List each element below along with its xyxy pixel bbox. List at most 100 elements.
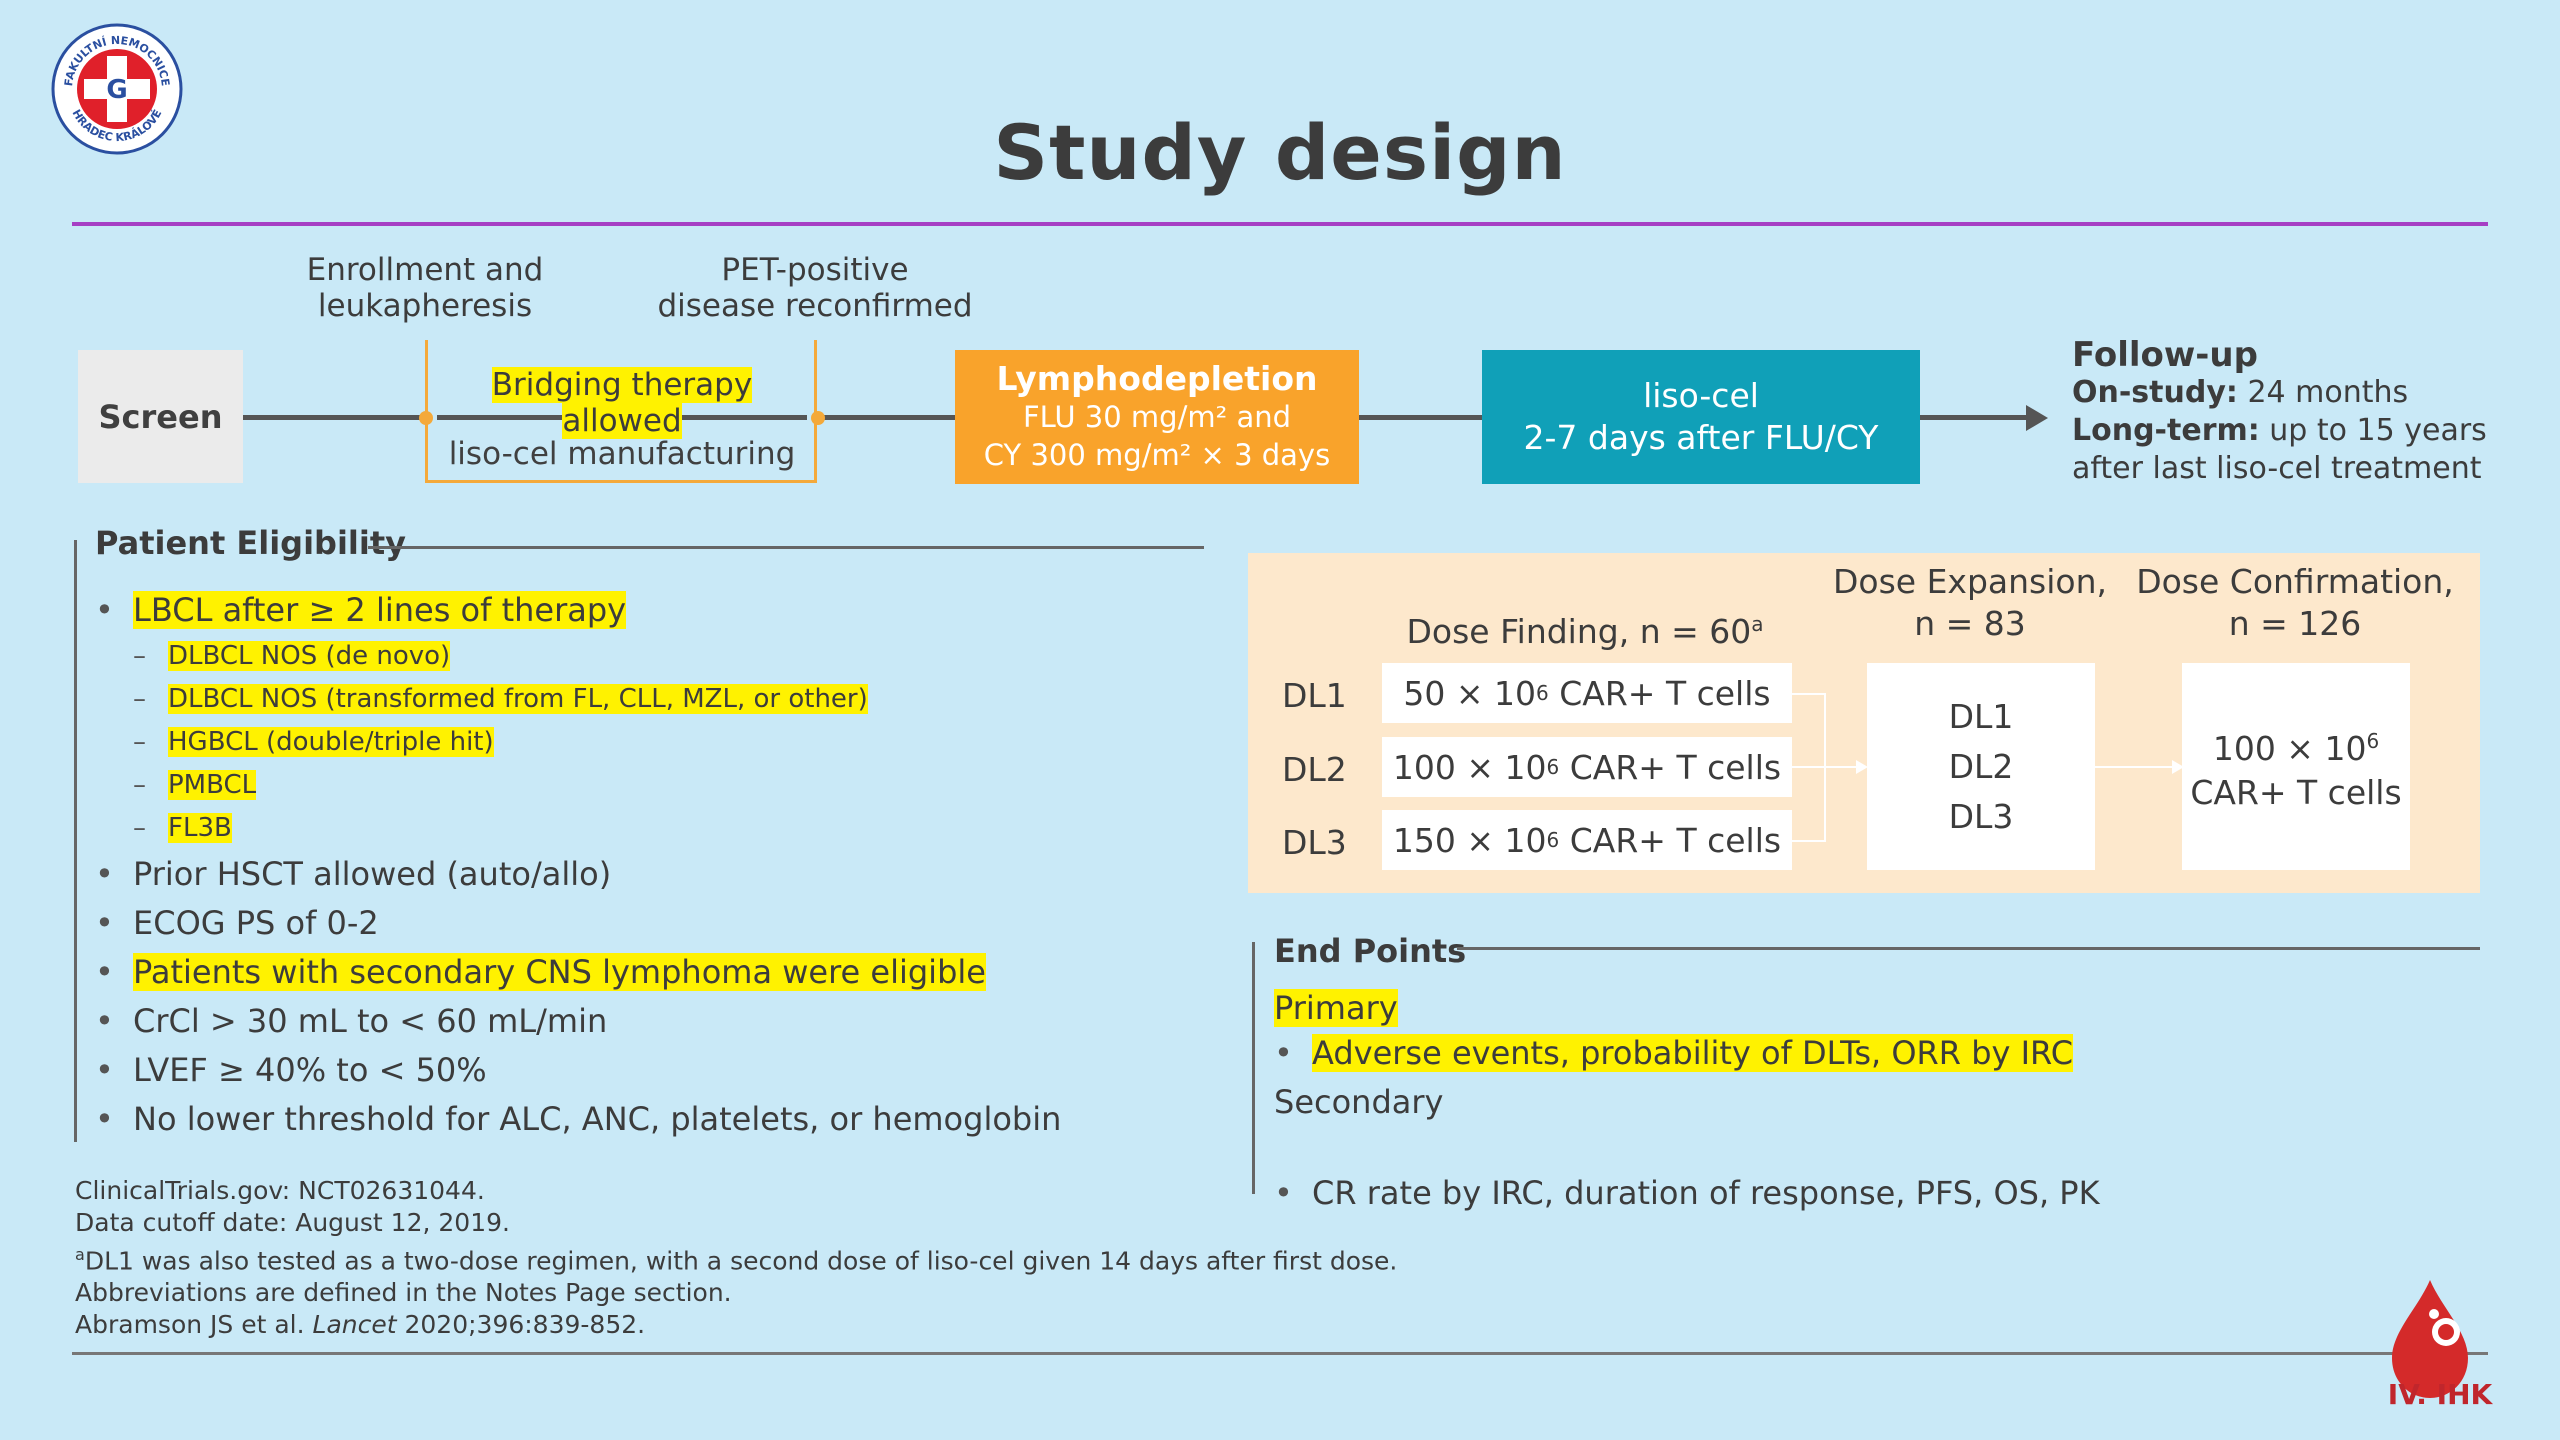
connector-line: [1792, 693, 1826, 695]
eligibility-subitem-text: PMBCL: [168, 770, 257, 800]
dose-value: 150 × 10: [1392, 820, 1547, 860]
eligibility-item: LBCL after ≥ 2 lines of therapy: [95, 586, 1195, 635]
dose-exponent: 6: [1536, 681, 1549, 705]
dose-exponent: 6: [1546, 828, 1560, 852]
dose-expansion-box: DL1 DL2 DL3: [1867, 663, 2095, 870]
endpoints-secondary-item: CR rate by IRC, duration of response, PF…: [1274, 1170, 2560, 1217]
dose-level-label: DL3: [1282, 823, 1347, 862]
endpoints-rule: [1457, 947, 2480, 950]
followup-block: Follow-up On-study: 24 months Long-term:…: [2072, 336, 2552, 488]
timeline-line-3: [1359, 415, 1482, 420]
longterm-line2: after last liso-cel treatment: [2072, 451, 2482, 486]
dose-level-label: DL1: [1282, 676, 1347, 715]
endpoints-primary-item: Adverse events, probability of DLTs, ORR…: [1274, 1030, 2560, 1077]
eligibility-subitem-text: DLBCL NOS (transformed from FL, CLL, MZL…: [168, 684, 868, 714]
pet-label: PET-positive disease reconfirmed: [655, 252, 975, 324]
confirmation-dose: 100 × 106: [2213, 719, 2379, 771]
citation-details: 2020;396:839-852.: [396, 1310, 646, 1340]
lisocel-line1: liso-cel: [1643, 376, 1759, 415]
eligibility-subitem: HGBCL (double/triple hit): [95, 721, 1195, 764]
eligibility-subitem: PMBCL: [95, 764, 1195, 807]
eligibility-item: Prior HSCT allowed (auto/allo): [95, 850, 1195, 899]
dose-value: 50 × 10: [1403, 673, 1537, 713]
onstudy-label: On-study:: [2072, 375, 2238, 410]
endpoints-secondary-item-text: CR rate by IRC, duration of response, PF…: [1312, 1174, 2100, 1212]
eligibility-vline: [74, 540, 77, 1142]
confirmation-dose-value: 100 × 10: [2212, 728, 2367, 768]
dose-finding-heading-text: Dose Finding, n = 60: [1406, 612, 1752, 651]
eligibility-rule: [368, 546, 1204, 549]
dose-confirmation-heading-line2: n = 126: [2228, 604, 2362, 643]
bridging-therapy-label: Bridging therapy allowed: [437, 367, 807, 439]
enrollment-dot: [419, 411, 433, 425]
dose-value: 100 × 10: [1392, 747, 1547, 787]
longterm-label: Long-term:: [2072, 413, 2260, 448]
endpoints-secondary-label: Secondary: [1274, 1083, 1444, 1121]
dose-confirmation-box: 100 × 106 CAR+ T cells: [2182, 663, 2410, 870]
citation-journal: Lancet: [312, 1310, 397, 1340]
eligibility-heading: Patient Eligibility: [95, 524, 407, 562]
screen-box: Screen: [78, 350, 243, 483]
bottom-divider: [72, 1352, 2488, 1355]
endpoints-primary-item-text: Adverse events, probability of DLTs, ORR…: [1312, 1034, 2074, 1072]
enrollment-label: Enrollment and leukapheresis: [295, 252, 555, 324]
lisocel-line2: 2-7 days after FLU/CY: [1523, 418, 1879, 457]
expansion-level: DL3: [1948, 796, 2014, 836]
dose-expansion-heading-line2: n = 83: [1914, 604, 2026, 643]
connector-arrow-icon: [1856, 760, 1868, 774]
enrollment-label-line2: leukapheresis: [317, 288, 533, 324]
bridging-therapy-text: Bridging therapy allowed: [491, 367, 753, 439]
eligibility-subitem: DLBCL NOS (de novo): [95, 635, 1195, 678]
endpoints-heading: End Points: [1274, 932, 1467, 970]
eligibility-item: ECOG PS of 0-2: [95, 899, 1195, 948]
dose-unit: CAR+ T cells: [1559, 747, 1782, 787]
lisocel-box: liso-cel 2-7 days after FLU/CY: [1482, 350, 1920, 484]
footnote-abbreviations: Abbreviations are defined in the Notes P…: [75, 1278, 732, 1308]
lymphodepletion-line2: CY 300 mg/m² × 3 days: [983, 438, 1331, 472]
footnote-trial-id: ClinicalTrials.gov: NCT02631044.: [75, 1176, 485, 1205]
dose-confirmation-heading-line1: Dose Confirmation,: [2136, 562, 2454, 601]
eligibility-subitem-text: FL3B: [168, 813, 232, 843]
ihk-brand-text: IV. IHK: [2387, 1378, 2493, 1411]
svg-text:G: G: [106, 75, 127, 105]
endpoints-primary-label: Primary: [1274, 985, 1398, 1032]
dose-unit: CAR+ T cells: [1559, 820, 1782, 860]
dose-finding-heading: Dose Finding, n = 60a: [1380, 603, 1790, 653]
connector-line: [2095, 766, 2175, 768]
timeline-line-1: [243, 415, 425, 420]
timeline-line-2: [817, 415, 955, 420]
longterm-value: up to 15 years: [2259, 413, 2487, 448]
manufacturing-label: liso-cel manufacturing: [448, 436, 796, 472]
pet-label-line2: disease reconfirmed: [657, 288, 973, 324]
longterm-line: Long-term: up to 15 years: [2072, 412, 2552, 450]
timeline-line-4: [1920, 415, 2030, 420]
endpoints-vline: [1252, 942, 1255, 1194]
lymphodepletion-line1: FLU 30 mg/m² and: [1022, 400, 1292, 434]
dose-finding-footnote-mark: a: [1751, 612, 1764, 636]
eligibility-item-text: LVEF ≥ 40% to < 50%: [133, 1051, 487, 1089]
onstudy-line: On-study: 24 months: [2072, 374, 2552, 412]
eligibility-subitem: FL3B: [95, 807, 1195, 850]
eligibility-item: No lower threshold for ALC, ANC, platele…: [95, 1095, 1195, 1144]
connector-line: [1792, 840, 1826, 842]
eligibility-item: CrCl > 30 mL to < 60 mL/min: [95, 997, 1195, 1046]
dose-level-label: DL2: [1282, 750, 1347, 789]
enrollment-label-line1: Enrollment and: [306, 252, 544, 288]
dose-expansion-heading-line1: Dose Expansion,: [1832, 562, 2107, 601]
confirmation-dose-unit: CAR+ T cells: [2190, 772, 2402, 812]
footnote-dl1: aDL1 was also tested as a two-dose regim…: [75, 1239, 1397, 1277]
eligibility-item-text: Patients with secondary CNS lymphoma wer…: [133, 953, 986, 991]
confirmation-dose-exponent: 6: [2366, 728, 2380, 753]
eligibility-subitem: DLBCL NOS (transformed from FL, CLL, MZL…: [95, 678, 1195, 721]
onstudy-value: 24 months: [2237, 375, 2409, 410]
footnote-mark: a: [75, 1245, 85, 1264]
footnote-cutoff: Data cutoff date: August 12, 2019.: [75, 1208, 510, 1237]
timeline-arrow-icon: [2026, 405, 2048, 431]
dose-exponent: 6: [1546, 755, 1560, 779]
followup-title: Follow-up: [2072, 335, 2258, 375]
lymphodepletion-title: Lymphodepletion: [996, 359, 1318, 398]
eligibility-subitem-text: HGBCL (double/triple hit): [168, 727, 494, 757]
